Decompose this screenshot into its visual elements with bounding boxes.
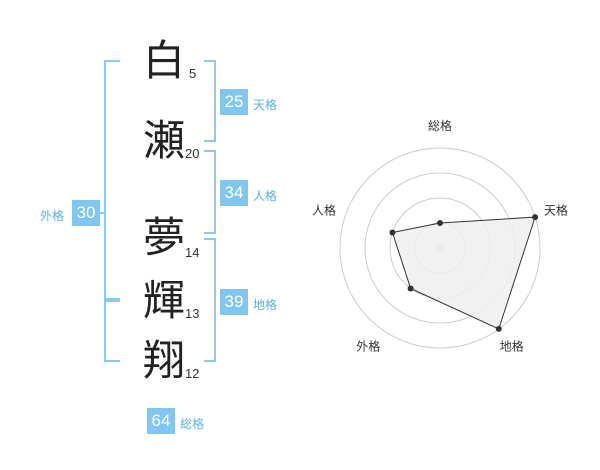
radar-point <box>532 214 539 221</box>
name-char-5: 翔 <box>143 336 186 385</box>
tenkaku-value: 25 <box>220 89 248 115</box>
chikaku-bracket <box>204 238 216 362</box>
radar-axis-label: 外格 <box>356 339 380 354</box>
gaikaku-value: 30 <box>72 200 100 226</box>
radar-polygon <box>391 216 536 330</box>
stroke-count-3: 14 <box>185 245 200 260</box>
gaikaku-bracket-bottom <box>104 298 120 362</box>
radar-axis-label: 人格 <box>312 202 336 217</box>
radar-point <box>389 229 396 236</box>
radar-axis-label: 総格 <box>428 118 452 133</box>
stroke-count-1: 5 <box>189 66 197 81</box>
soukaku-value: 64 <box>147 408 175 434</box>
radar-point <box>407 285 414 292</box>
name-char-1: 白 <box>143 36 186 85</box>
radar-point <box>437 220 443 226</box>
stroke-count-2: 20 <box>185 146 200 161</box>
name-char-2: 瀬 <box>143 116 186 165</box>
chikaku-label: 地格 <box>253 298 278 312</box>
jinkaku-label: 人格 <box>253 189 278 203</box>
tenkaku-bracket <box>204 60 216 142</box>
tenkaku-label: 天格 <box>253 98 278 112</box>
stroke-count-4: 13 <box>185 306 200 321</box>
radar-point <box>495 325 502 332</box>
jinkaku-bracket <box>204 150 216 234</box>
gaikaku-label: 外格 <box>40 209 65 223</box>
chikaku-value: 39 <box>220 289 248 315</box>
jinkaku-value: 34 <box>220 180 248 206</box>
radar-axis-label: 天格 <box>544 202 568 217</box>
soukaku-label: 総格 <box>180 417 205 431</box>
radar-ring <box>339 147 541 349</box>
stroke-count-5: 12 <box>185 366 200 381</box>
name-char-4: 輝 <box>143 276 186 325</box>
radar-axis-label: 地格 <box>500 339 524 354</box>
name-char-3: 夢 <box>143 213 186 262</box>
gaikaku-bracket-top <box>104 60 120 302</box>
